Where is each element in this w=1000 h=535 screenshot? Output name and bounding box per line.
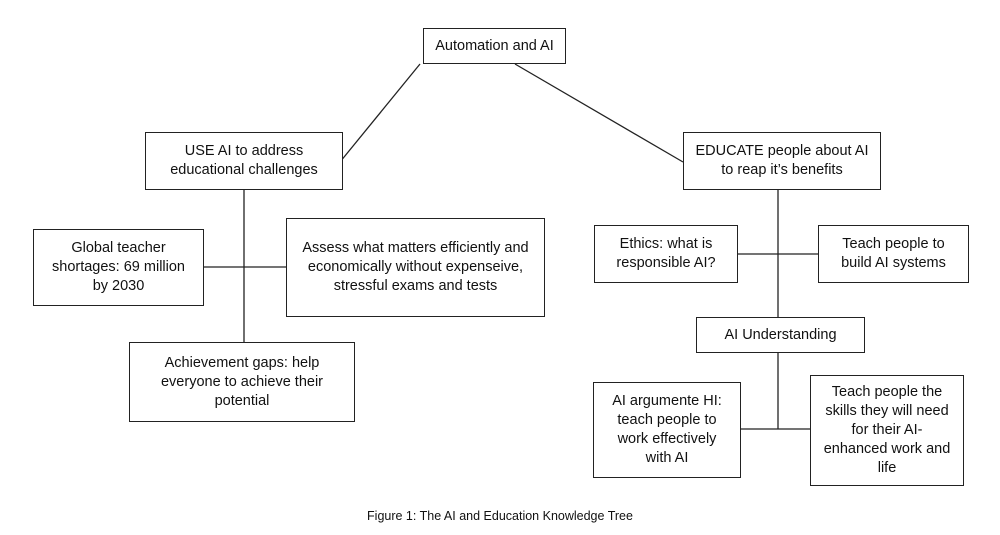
node-assess: Assess what matters efficiently and econ… [286, 218, 545, 317]
node-label: AI argumente HI: teach people to work ef… [612, 393, 722, 466]
node-teach-skills: Teach people the skills they will need f… [810, 375, 964, 486]
node-build-ai: Teach people to build AI systems [818, 225, 969, 283]
node-label: AI Understanding [724, 326, 837, 343]
node-label: Automation and AI [435, 37, 554, 54]
node-label: USE AI to address educational challenges [170, 143, 318, 178]
node-label: Teach people the skills they will need f… [823, 384, 951, 476]
node-automation-and-ai: Automation and AI [423, 28, 566, 64]
node-ai-augment-hi: AI argumente HI: teach people to work ef… [593, 382, 741, 478]
node-educate: EDUCATE people about AI to reap it’s ben… [683, 132, 881, 190]
node-label: Ethics: what is responsible AI? [616, 236, 716, 271]
node-ai-understanding: AI Understanding [696, 317, 865, 353]
figure-caption: Figure 1: The AI and Education Knowledge… [367, 509, 633, 523]
edge-root-use-ai [339, 63, 421, 163]
node-label: EDUCATE people about AI to reap it’s ben… [695, 143, 869, 178]
node-use-ai: USE AI to address educational challenges [145, 132, 343, 190]
node-label: Achievement gaps: help everyone to achie… [160, 354, 323, 409]
edge-root-educate [514, 63, 684, 163]
node-label: Assess what matters efficiently and econ… [302, 240, 529, 294]
node-ethics: Ethics: what is responsible AI? [594, 225, 738, 283]
node-teacher-shortages: Global teacher shortages: 69 million by … [33, 229, 204, 306]
node-achievement-gaps: Achievement gaps: help everyone to achie… [129, 342, 355, 422]
node-label: Teach people to build AI systems [841, 236, 946, 271]
node-label: Global teacher shortages: 69 million by … [52, 240, 185, 294]
